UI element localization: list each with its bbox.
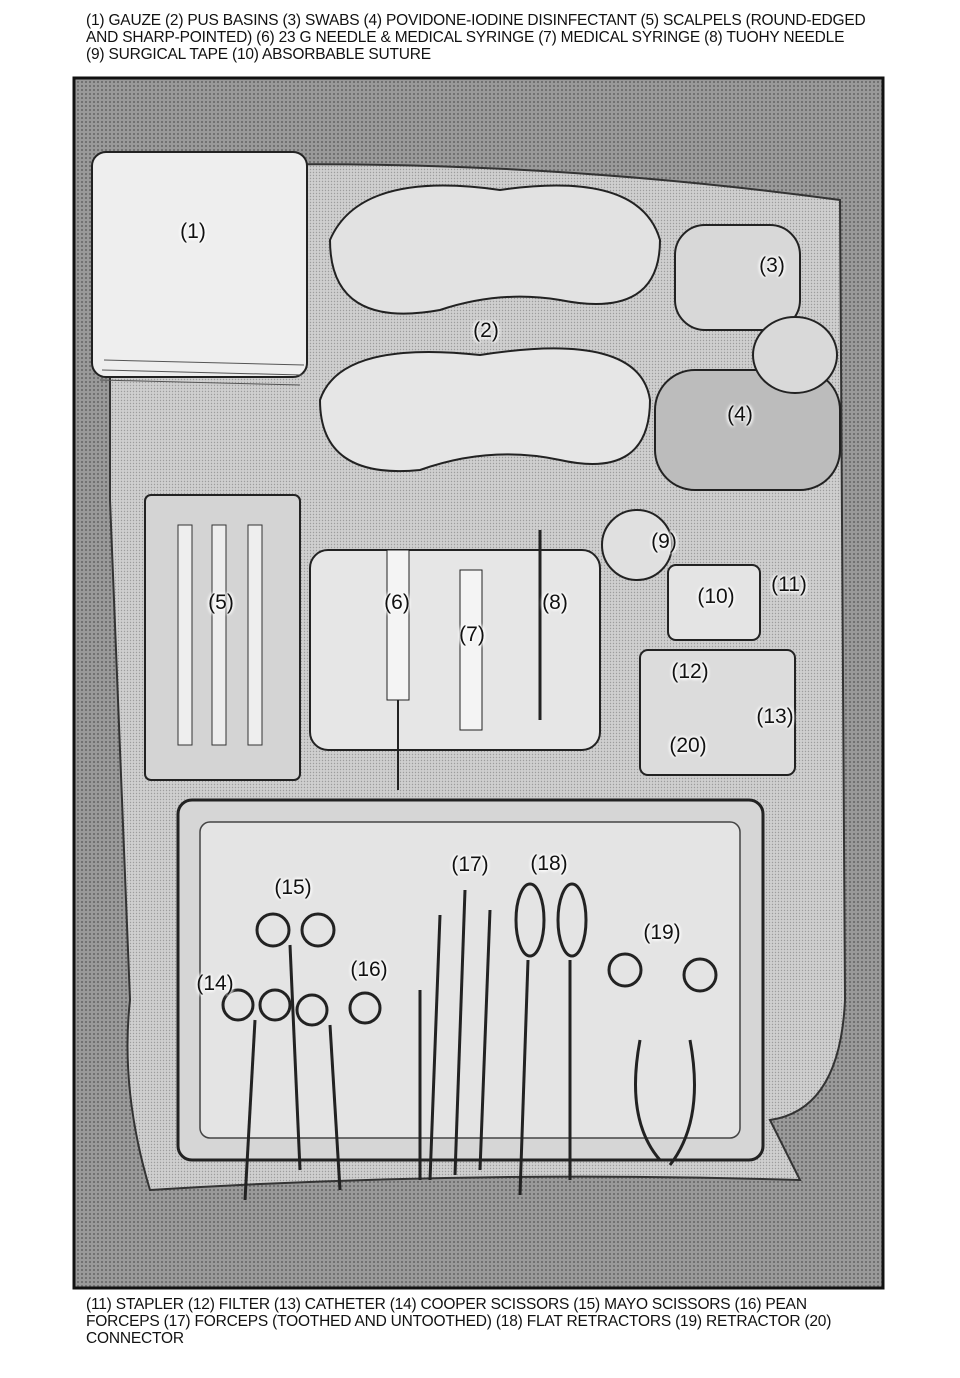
label-disinfectant: (4) [727,403,753,426]
label-swabs: (3) [759,254,785,277]
pus-basins [318,184,662,473]
label-suture: (10) [697,585,735,608]
label-medical-syringe: (7) [459,623,485,646]
label-stapler: (11) [771,573,807,596]
disinfectant-bottle [654,316,841,491]
label-mayo-scissors: (15) [274,876,312,899]
gauze-stack [91,151,308,386]
label-cooper-scissors: (14) [196,972,234,995]
label-retractor: (19) [643,921,681,944]
scalpel-tray [144,494,301,781]
swabs-cup [674,224,801,331]
label-catheter: (13) [756,705,794,728]
caption-top: (1) Gauze (2) Pus basins (3) Swabs (4) P… [86,12,866,63]
tape-and-suture [601,509,796,776]
label-flat-retractors: (18) [530,852,568,875]
label-needle-syringe: (6) [384,591,410,614]
label-tuohy-needle: (8) [542,591,568,614]
syringe-cloth [309,530,601,790]
label-filter: (12) [671,660,709,683]
label-pus-basins: (2) [473,319,499,342]
label-gauze: (1) [180,220,206,243]
caption-bottom: (11) Stapler (12) Filter (13) Catheter (… [86,1296,832,1347]
label-surgical-tape: (9) [651,530,677,553]
label-pean-forceps: (16) [350,958,388,981]
instrument-tray [176,798,765,1201]
label-forceps: (17) [451,853,489,876]
label-scalpels: (5) [208,591,234,614]
label-connector: (20) [669,734,707,757]
